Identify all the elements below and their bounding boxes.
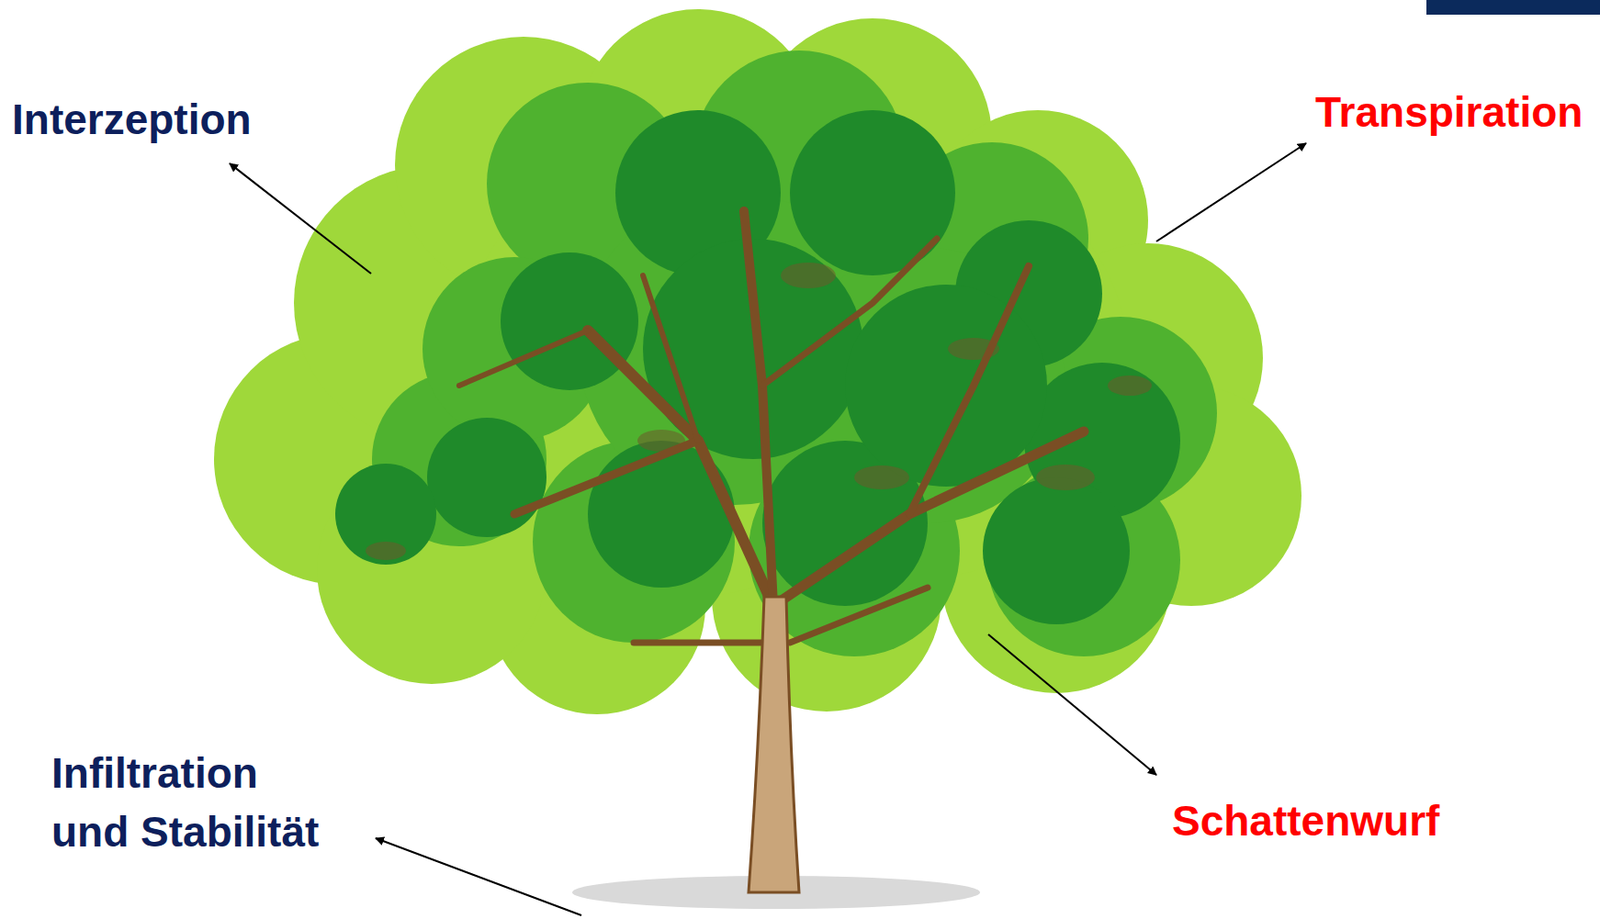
leader-arrows	[229, 143, 1307, 916]
tree-crown-mid	[371, 50, 1217, 657]
callout-label: Schattenwurf	[1171, 791, 1440, 851]
callout-label: Infiltration und Stabilität	[51, 743, 337, 863]
tree-trunk	[748, 597, 800, 893]
tree-branches	[459, 211, 1084, 643]
corner-bar	[1426, 0, 1600, 15]
callout-label: Interzeption	[11, 90, 252, 149]
callout-label: Transpiration	[1315, 82, 1583, 142]
tree-crown-dark	[335, 110, 1181, 625]
tree-crown-light	[214, 9, 1302, 715]
